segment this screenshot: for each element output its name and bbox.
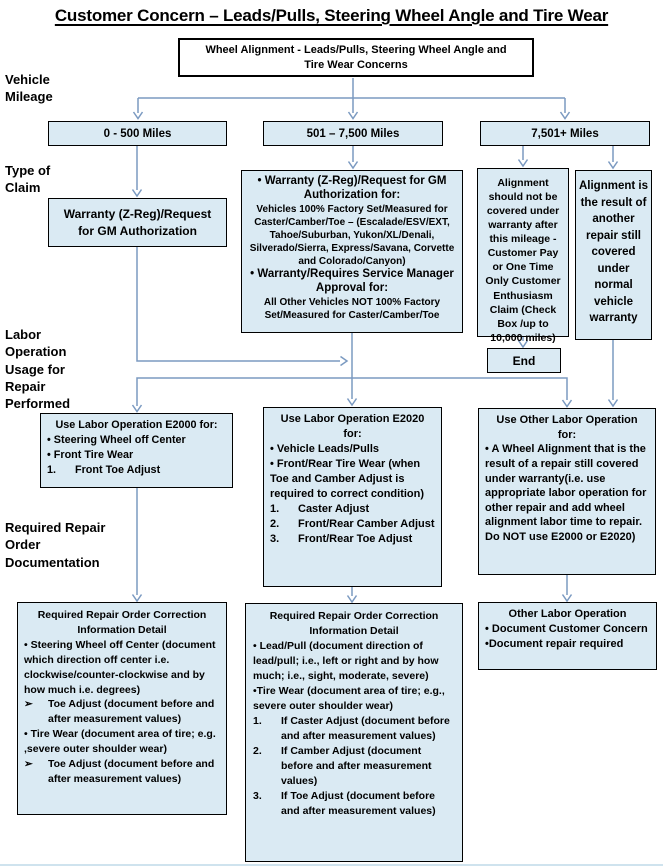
- label-required-repair-order-documentation: Required Repair Order Documentation: [5, 520, 106, 570]
- list-item: 1. Caster Adjust: [270, 502, 370, 515]
- node-end: End: [487, 348, 561, 373]
- list-item: • Steering Wheel off Center (document wh…: [24, 638, 216, 696]
- list-item: • Front/Rear Tire Wear (when Toe and Cam…: [270, 457, 425, 500]
- arrowhead-e2020-to-docs: [346, 595, 358, 604]
- node-claim-not-covered: Alignment should not be covered under wa…: [477, 168, 569, 344]
- connector-top-split: [137, 78, 566, 113]
- box-title: for:: [343, 427, 362, 440]
- connector-mileage-to-claims: [136, 146, 614, 190]
- box-title: Use Labor Operation E2020: [280, 413, 425, 425]
- arrowhead-claimright-to-other: [607, 399, 619, 408]
- arrowhead-claim-to-end: [517, 340, 529, 349]
- list-item: •Document repair required: [485, 637, 624, 650]
- box-title: Required Repair Order Correction: [269, 610, 439, 622]
- box-title: for:: [557, 428, 577, 441]
- label-type-of-claim: Type of Claim: [5, 163, 51, 196]
- list-item: 3. If Toe Adjust (document before and af…: [253, 790, 436, 817]
- list-marker: 3.: [253, 790, 262, 802]
- box-title: Other Labor Operation: [508, 608, 627, 620]
- list-marker: 3.: [270, 532, 280, 545]
- list-item: • Front Tire Wear: [47, 449, 134, 462]
- arrowheads-mileage-to-claims: [131, 159, 619, 198]
- list-item: 3. Front/Rear Toe Adjust: [270, 532, 413, 545]
- list-marker: 2.: [253, 745, 262, 757]
- arrowheads-distribution-line: [131, 399, 573, 413]
- node-docs-e2000: Required Repair Order Correction Informa…: [17, 602, 227, 815]
- list-marker: 1.: [47, 464, 57, 477]
- list-item: • Tire Wear (document area of tire; e.g.…: [24, 728, 216, 756]
- list-item: 2. Front/Rear Camber Adjust: [270, 517, 435, 530]
- list-item: ➢ Toe Adjust (document before and after …: [24, 698, 215, 726]
- node-labor-other: Use Other Labor Operation for: • A Wheel…: [478, 408, 656, 575]
- box-body: • A Wheel Alignment that is the result o…: [485, 443, 647, 543]
- node-labor-e2020: Use Labor Operation E2020 for: • Vehicle…: [263, 407, 442, 587]
- list-item: • Warranty/Requires Service Manager Appr…: [250, 268, 454, 294]
- list-item: 1. If Caster Adjust (document before and…: [253, 715, 450, 742]
- list-item: • Warranty (Z-Reg)/Request for GM Author…: [257, 175, 447, 201]
- arrow-bullet-icon: ➢: [24, 758, 33, 771]
- node-mileage-7501-plus: 7,501+ Miles: [480, 121, 650, 146]
- label-labor-operation-usage: Labor Operation Usage for Repair Perform…: [5, 327, 71, 412]
- node-docs-e2020: Required Repair Order Correction Informa…: [245, 603, 463, 862]
- node-labor-e2000: Use Labor Operation E2000 for: • Steerin…: [40, 413, 233, 488]
- connector-claimlow-merge: [136, 247, 340, 362]
- list-marker: 2.: [270, 517, 280, 530]
- node-mileage-501-7500: 501 – 7,500 Miles: [263, 121, 443, 146]
- page-title: Customer Concern – Leads/Pulls, Steering…: [54, 6, 609, 25]
- arrowhead-e2000-to-docs: [131, 594, 143, 603]
- list-item: 2. If Camber Adjust (document before and…: [253, 745, 432, 787]
- box-title: Information Detail: [309, 625, 399, 637]
- list-item: ➢ Toe Adjust (document before and after …: [24, 758, 215, 785]
- list-item: • Lead/Pull (document direction of lead/…: [253, 640, 439, 682]
- list-item: 1. Front Toe Adjust: [47, 463, 226, 478]
- list-item: Vehicles 100% Factory Set/Measured for C…: [249, 203, 455, 267]
- node-claim-warranty-zreg: Warranty (Z-Reg)/Request for GM Authoriz…: [48, 198, 227, 247]
- box-title: Use Labor Operation E2000 for:: [55, 419, 218, 431]
- node-wheel-alignment-concerns: Wheel Alignment - Leads/Pulls, Steering …: [178, 38, 534, 77]
- node-claim-mid-warranty-types: • Warranty (Z-Reg)/Request for GM Author…: [241, 170, 463, 333]
- arrow-bullet-icon: ➢: [24, 698, 33, 711]
- list-item: • Steering Wheel off Center: [47, 434, 186, 447]
- node-claim-other-repair-warranty: Alignment is the result of another repai…: [575, 170, 652, 340]
- list-item: • Vehicle Leads/Pulls: [270, 442, 380, 455]
- arrowheads-top-split: [132, 111, 571, 120]
- box-title: Information Detail: [77, 623, 167, 636]
- node-docs-other: Other Labor Operation • Document Custome…: [478, 602, 657, 670]
- connector-distribution-line: [136, 377, 568, 406]
- node-mileage-0-500: 0 - 500 Miles: [48, 121, 227, 146]
- list-marker: 1.: [270, 502, 280, 515]
- list-item: All Other Vehicles NOT 100% Factory Set/…: [263, 296, 441, 321]
- label-vehicle-mileage: Vehicle Mileage: [5, 72, 53, 105]
- list-marker: 1.: [253, 715, 262, 727]
- box-title: Required Repair Order Correction: [37, 609, 207, 621]
- list-item: •Tire Wear (document area of tire; e.g.,…: [253, 685, 445, 712]
- list-item: • Document Customer Concern: [485, 622, 648, 635]
- arrowhead-claimlow-merge: [340, 355, 349, 367]
- page-bottom-rule: [0, 864, 663, 866]
- box-title: Use Other Labor Operation: [496, 414, 638, 426]
- arrowhead-other-to-docs: [561, 594, 573, 603]
- arrowhead-claimmid-to-e2020: [346, 398, 358, 407]
